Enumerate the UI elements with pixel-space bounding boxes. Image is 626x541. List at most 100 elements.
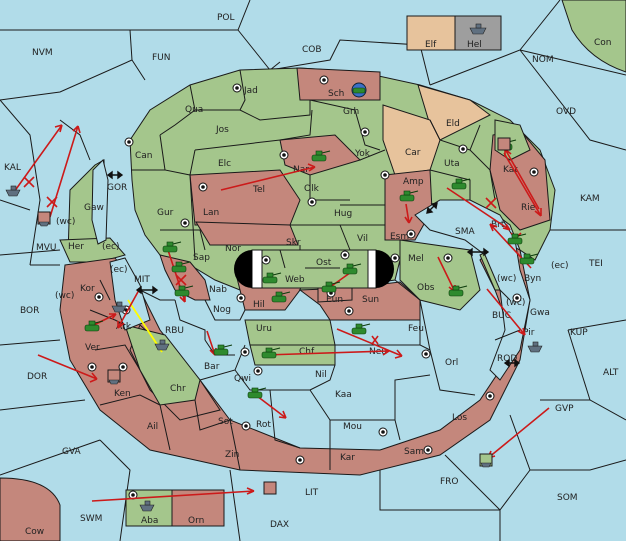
sc-orl [485,391,495,401]
sc-cob [319,75,329,85]
channel-arrow-rod [503,358,521,368]
label-ver: Ver [85,343,100,353]
sc-kaa [241,421,251,431]
sc-hug [307,197,317,207]
label-amp: Amp [403,177,424,187]
label-obs: Obs [417,283,435,293]
label-hel: Hel [467,40,482,50]
label-gvp: GVP [555,404,574,414]
label-rie: Rie [521,203,536,213]
label-rod: ROD [497,354,517,364]
label-nor: Nor [225,244,241,254]
sc-qwi [253,366,263,376]
label-kam: KAM [580,194,600,204]
label-sun: Sun [362,295,379,305]
sc-uru [240,347,250,357]
label-grh: Grh [343,107,359,117]
army-nar [311,150,331,162]
army-eun [321,281,341,293]
label-jad: Jad [243,86,258,96]
label-chr: Chr [170,384,186,394]
label-orn: Orn [188,516,204,526]
coast-label-kor-wc: (wc) [55,291,74,301]
sc-skr [261,255,271,265]
label-gwa: Gwa [530,308,550,318]
army-nab [174,285,194,297]
fleet-ark [111,301,127,313]
label-olk: Olk [304,184,320,194]
label-lit: LIT [305,488,319,498]
army-ost [342,263,362,275]
label-eld: Eld [446,119,460,129]
label-qwi: Qwi [234,374,251,384]
cancel-mark-kal-2 [23,176,35,188]
sc-kat [529,167,539,177]
label-tei: TEI [588,259,603,269]
label-fun: FUN [152,53,171,63]
sc-ver [87,362,97,372]
label-ail: Ail [147,422,158,432]
label-gur: Gur [157,208,174,218]
sc-yok [380,170,390,180]
sc-mel [390,253,400,263]
center-left-cap [234,250,252,288]
army-obs [448,285,468,297]
fleets [5,23,543,512]
label-her: Her [68,242,84,252]
fleet-hel [469,23,487,35]
label-swm: SWM [80,514,102,524]
army-bar [213,344,233,356]
sc-kor [94,292,104,302]
sc-tel [198,182,208,192]
army-byn [519,253,539,265]
order-uta-brt [446,187,511,231]
label-skr: Skr [286,238,301,248]
label-esm: Esm [390,232,409,242]
army-feu [351,323,371,335]
fleet-mvu-box [37,211,51,227]
sc-nog [236,293,246,303]
order-chf-neu [264,347,390,356]
label-kup: KUP [570,328,588,338]
coast-label-mvu-wc: (wc) [56,217,75,227]
armies [84,82,539,399]
army-ver [84,320,104,332]
army-brt [507,233,527,245]
sc-vil [340,250,350,260]
army-sch [351,82,367,98]
label-kor: Kor [80,284,95,294]
order-dor-ken [37,354,98,383]
coast-label-byn-wc: (wc) [497,274,516,284]
label-web: Web [285,275,305,285]
sea-gor-channel [91,159,109,245]
land-tel-lan [189,169,301,226]
label-alt: ALT [603,368,619,378]
sc-eun [344,306,354,316]
label-buc: BUC [492,311,511,321]
label-sch: Sch [328,89,344,99]
label-qua: Qua [185,105,203,115]
cancel-mark-mvu-2 [46,196,58,208]
label-can: Can [135,151,153,161]
sea-sma [414,199,531,381]
channel-arrow-sma-east [466,247,490,257]
channel-arrow-mit [135,285,159,295]
order-kal-gwg [13,124,63,193]
sc-sam [423,445,433,455]
label-nog: Nog [213,305,231,315]
label-tel: Tel [252,185,265,195]
label-bar: Bar [204,362,220,372]
army-sap [162,241,182,253]
label-cob: COB [302,45,322,55]
label-sma: SMA [455,227,475,237]
supply-centers [87,75,539,500]
label-kat: Kat [503,165,518,175]
label-elf: Elf [425,40,437,50]
fleet-rbu [154,339,170,351]
fleet-ken-box [107,369,121,385]
order-buc-pir [486,288,526,336]
label-dor: DOR [27,372,47,382]
fleet-aba [139,500,155,512]
label-ken: Ken [114,389,131,399]
